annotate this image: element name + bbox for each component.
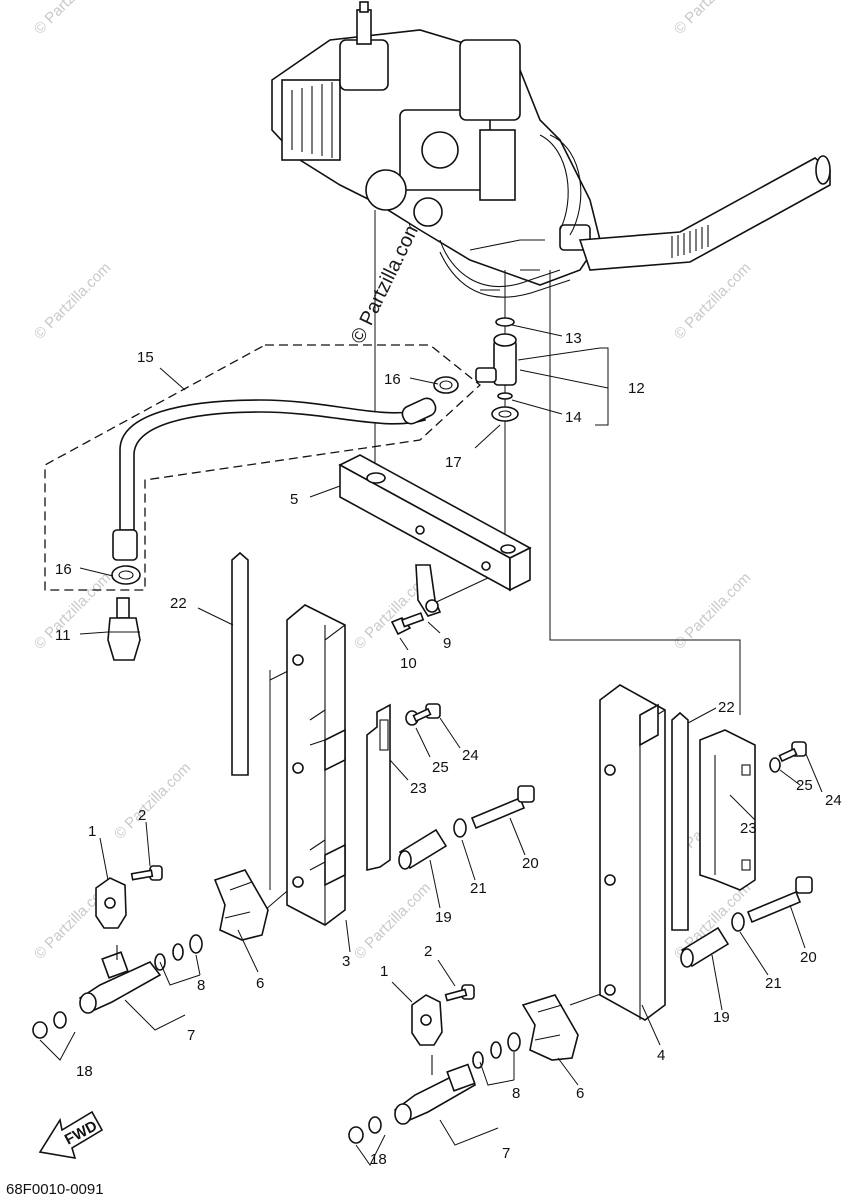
callout-23-left: 23 [410, 780, 427, 797]
clip-9 [415, 564, 442, 617]
callout-19-left: 19 [435, 909, 452, 926]
callout-22-right: 22 [718, 699, 735, 716]
callout-2-left: 2 [138, 807, 146, 824]
clip-6-left [213, 869, 269, 941]
o-rings-8-right [472, 1032, 521, 1069]
callout-3: 3 [342, 953, 350, 970]
engine-assembly [271, 1, 831, 298]
washer-25-right [769, 757, 781, 773]
watermark: © Partzilla.com [31, 0, 114, 38]
o-rings-18-left [32, 1011, 67, 1039]
strip-22-left [231, 551, 249, 776]
bolt-2-left [130, 865, 163, 881]
collar-19-right [680, 926, 730, 968]
callout-18-right: 18 [370, 1151, 387, 1168]
o-rings-18-right [348, 1116, 382, 1144]
holder-1-right [411, 994, 443, 1046]
watermark: © Partzilla.com [671, 259, 754, 342]
hose-nipple [107, 597, 141, 661]
leader-lines [39, 324, 823, 1166]
clip-6-right [521, 994, 579, 1061]
callout-8-left: 8 [197, 977, 205, 994]
rail-3 [286, 604, 346, 926]
rail-4 [599, 684, 666, 1021]
fuel-rail [338, 454, 532, 592]
watermark-main: © Partzilla.com [347, 216, 426, 347]
strip-22-right [671, 711, 689, 931]
callout-13: 13 [565, 330, 582, 347]
callout-20-right: 20 [800, 949, 817, 966]
bolt-20-right [746, 876, 813, 924]
callout-18-left: 18 [76, 1063, 93, 1080]
callout-21-left: 21 [470, 880, 487, 897]
bolt-10 [390, 612, 425, 636]
callout-9: 9 [443, 635, 451, 652]
callout-23-right: 23 [740, 820, 757, 837]
watermark: © Partzilla.com [351, 879, 434, 962]
callout-1-right: 1 [380, 963, 388, 980]
hose-clamp-lower [111, 565, 141, 585]
callout-19-right: 19 [713, 1009, 730, 1026]
washer-21-right [731, 912, 745, 932]
bracket-23-left [366, 703, 391, 872]
callout-24-right: 24 [825, 792, 842, 809]
diagram-code: 68F0010-0091 [6, 1181, 104, 1198]
watermark: © Partzilla.com [111, 759, 194, 842]
injector-7-left [78, 945, 162, 1014]
callout-25-left: 25 [432, 759, 449, 776]
bolt-20-left [470, 785, 535, 830]
watermark: © Partzilla.com [31, 569, 114, 652]
callout-6-right: 6 [576, 1085, 584, 1102]
callout-11: 11 [55, 627, 71, 644]
bolt-24-right [778, 741, 807, 763]
fuel-joint [475, 317, 519, 422]
callout-17: 17 [445, 454, 462, 471]
bracket-23-right [699, 729, 756, 891]
collar-19-left [398, 828, 448, 870]
callout-1-left: 1 [88, 823, 96, 840]
watermark: © Partzilla.com [671, 0, 754, 38]
callout-8-right: 8 [512, 1085, 520, 1102]
callout-24-left: 24 [462, 747, 479, 764]
callout-16-upper: 16 [384, 371, 401, 388]
callout-22-left: 22 [170, 595, 187, 612]
callout-15: 15 [137, 349, 154, 366]
callout-2-right: 2 [424, 943, 432, 960]
callout-10: 10 [400, 655, 417, 672]
bolt-2-right [444, 984, 475, 1002]
callout-4: 4 [657, 1047, 665, 1064]
watermark: © Partzilla.com [31, 259, 114, 342]
callout-5: 5 [290, 491, 298, 508]
callout-21-right: 21 [765, 975, 782, 992]
callout-6-left: 6 [256, 975, 264, 992]
washer-21-left [453, 818, 467, 838]
callout-20-left: 20 [522, 855, 539, 872]
fwd-arrow: FWD [38, 1110, 104, 1160]
fuel-hose [112, 397, 437, 561]
callout-7-right: 7 [502, 1145, 510, 1162]
o-rings-8-left [154, 934, 203, 971]
callouts: 13 12 14 17 16 15 16 11 5 9 10 22 22 23 … [55, 330, 842, 1168]
callout-12: 12 [628, 380, 645, 397]
hose-clamp-upper [433, 376, 459, 394]
hose-kit-boundary [44, 344, 481, 591]
bolt-24-left [412, 703, 441, 723]
injector-7-right [393, 1055, 477, 1125]
callout-7-left: 7 [187, 1027, 195, 1044]
callout-25-right: 25 [796, 777, 813, 794]
callout-16-lower: 16 [55, 561, 72, 578]
callout-14: 14 [565, 409, 582, 426]
holder-1-left [95, 877, 127, 929]
